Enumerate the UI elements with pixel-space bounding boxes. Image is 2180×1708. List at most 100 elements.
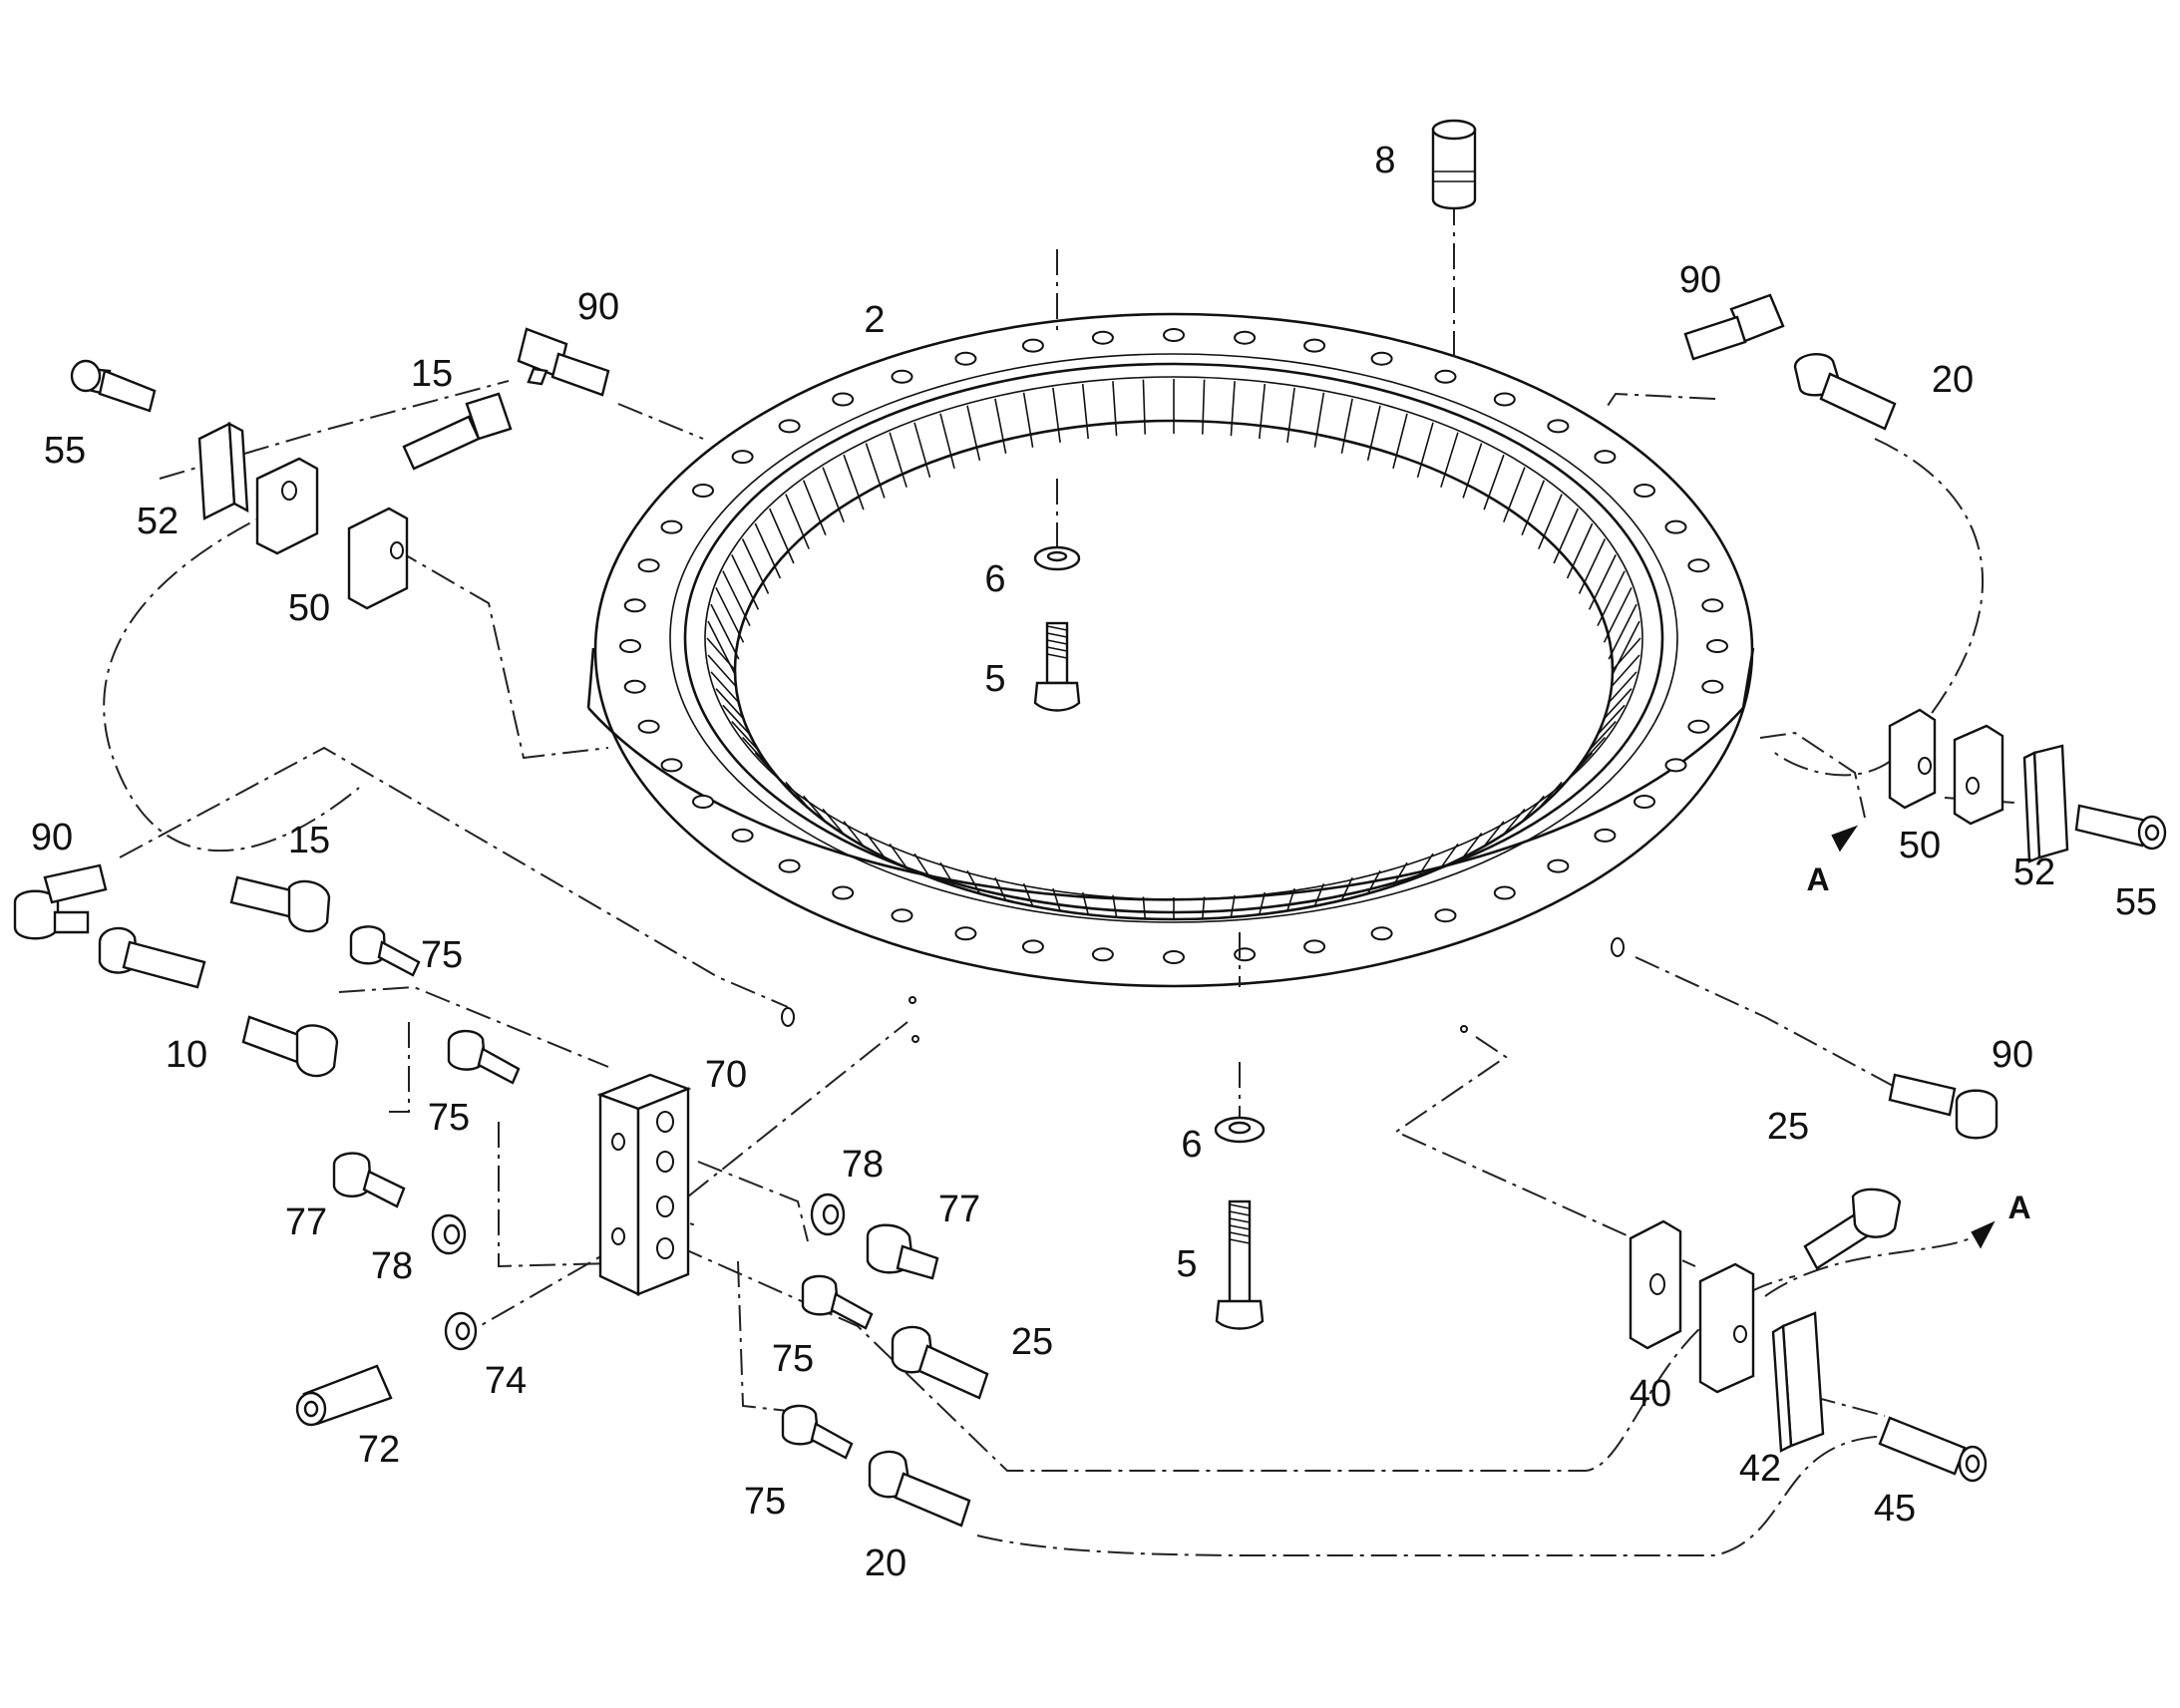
gear-tooth (1553, 508, 1580, 564)
gear-tooth (1589, 721, 1617, 751)
lead-50-r (1759, 731, 1866, 819)
part-42-plate (1771, 1311, 1825, 1453)
part-77-plug-left (332, 1152, 406, 1208)
gear-tooth (1597, 704, 1626, 736)
bolt-hole (1547, 419, 1570, 434)
gear-tooth (1081, 891, 1089, 915)
callout-45: 45 (1874, 1488, 1916, 1530)
bolt-hole (1706, 639, 1728, 653)
bolt-hole (1370, 351, 1393, 366)
part-52-plate-left (197, 421, 249, 520)
part-10-hose-end (98, 926, 339, 1078)
callout-78-left: 78 (371, 1245, 413, 1287)
lead-90-l (119, 746, 789, 1008)
thread-line (1229, 1231, 1251, 1237)
ring-outer-top (593, 312, 1754, 988)
gear-tooth (803, 795, 827, 823)
gear-tooth (1462, 443, 1483, 499)
callout-72: 72 (358, 1429, 400, 1471)
gear-tooth (865, 443, 886, 499)
gear-tooth (1230, 381, 1236, 437)
part-90-fitting-top-left (517, 327, 610, 397)
bolt-hole (954, 926, 977, 941)
lead-70-right (697, 1161, 809, 1242)
gear-tooth (1521, 795, 1545, 823)
callout-6-bottom: 6 (1181, 1124, 1202, 1166)
part-78-ring-left (431, 1213, 467, 1255)
section-label-a-right: A (1806, 861, 1829, 897)
gear-tooth (1286, 387, 1295, 444)
callout-75-d: 75 (744, 1481, 786, 1523)
gear-tooth (1340, 398, 1353, 454)
callout-42: 42 (1739, 1448, 1781, 1490)
bolt-hole (1701, 598, 1724, 613)
gear-tooth (822, 467, 845, 522)
gear-tooth (1503, 808, 1526, 836)
gear-tooth (994, 876, 1007, 901)
gear-tooth (1440, 432, 1459, 488)
bolt-hole (1091, 330, 1114, 345)
lead-10 (338, 985, 609, 1068)
gear-tooth (1578, 736, 1606, 767)
bolt-hole (1687, 719, 1710, 734)
gear-tooth (768, 508, 795, 564)
part-77-plug-right (866, 1223, 939, 1280)
gear-tooth (1340, 876, 1353, 901)
part-55-screw-left (70, 359, 157, 413)
callout-5-top: 5 (984, 658, 1005, 700)
gear-tooth (1052, 387, 1061, 444)
gear-tooth (715, 688, 745, 720)
part-45-socket-screw (1878, 1416, 1988, 1483)
ring-outer-bottom-edge (587, 707, 1744, 901)
gear-tooth (994, 398, 1007, 454)
bolt-hole (1634, 795, 1655, 809)
part-25-hose-end-right (1803, 1188, 1902, 1270)
bolt-hole (778, 858, 801, 873)
gear-tooth (1366, 869, 1381, 894)
section-arrow-a-bottom (1971, 1220, 1996, 1249)
bolt-hole (778, 419, 801, 434)
gear-tooth (939, 413, 955, 469)
part-20-hose-end-top-right (1793, 352, 1897, 431)
lube-hole-3 (1460, 1025, 1468, 1033)
gear-tooth (913, 422, 931, 479)
lube-hole-2 (911, 1035, 919, 1043)
callout-50-left: 50 (288, 587, 330, 629)
gear-tooth (1553, 767, 1579, 796)
bolt-hole (1594, 450, 1617, 465)
part-75-nipple-a (349, 925, 421, 977)
callout-52-right: 52 (2013, 852, 2055, 893)
callout-6-top: 6 (984, 558, 1005, 600)
part-50-clamp-right-b (1953, 724, 2004, 826)
part-6-washer-bottom (1214, 1116, 1266, 1144)
part-72-socket-screw (295, 1364, 393, 1427)
lead-50-ring (393, 547, 609, 760)
gear-outer-band (704, 376, 1643, 900)
gear-tooth (1440, 843, 1459, 868)
bolt-hole (623, 598, 646, 613)
bolt-hole (731, 828, 754, 843)
part-5-bolt-bottom (1215, 1199, 1265, 1330)
thread-line (1229, 1210, 1251, 1216)
bolt-hole (1664, 758, 1687, 773)
ring-side-left (586, 647, 595, 709)
part-55-screw-right (2074, 804, 2167, 851)
gear-tooth (843, 821, 865, 848)
gear-tooth (1603, 688, 1633, 720)
bolt-hole (637, 719, 660, 734)
bolt-hole (1664, 519, 1687, 534)
part-90-fitting-top-right (1683, 293, 1785, 361)
callout-52-left: 52 (137, 501, 179, 542)
bolt-hole (1163, 950, 1185, 964)
lead-loop-left (103, 503, 360, 853)
callout-74: 74 (485, 1360, 527, 1402)
bolt-hole (692, 484, 714, 498)
bolt-hole (832, 392, 855, 407)
gear-tooth (722, 704, 751, 736)
callout-labels: 2 8 90 90 90 90 15 15 55 55 52 52 50 50 … (31, 140, 2157, 1584)
lead-70-port (687, 1021, 908, 1197)
callout-5-bottom: 5 (1176, 1243, 1197, 1285)
gear-tooth (1416, 853, 1434, 878)
callout-90-top-left: 90 (577, 286, 619, 328)
